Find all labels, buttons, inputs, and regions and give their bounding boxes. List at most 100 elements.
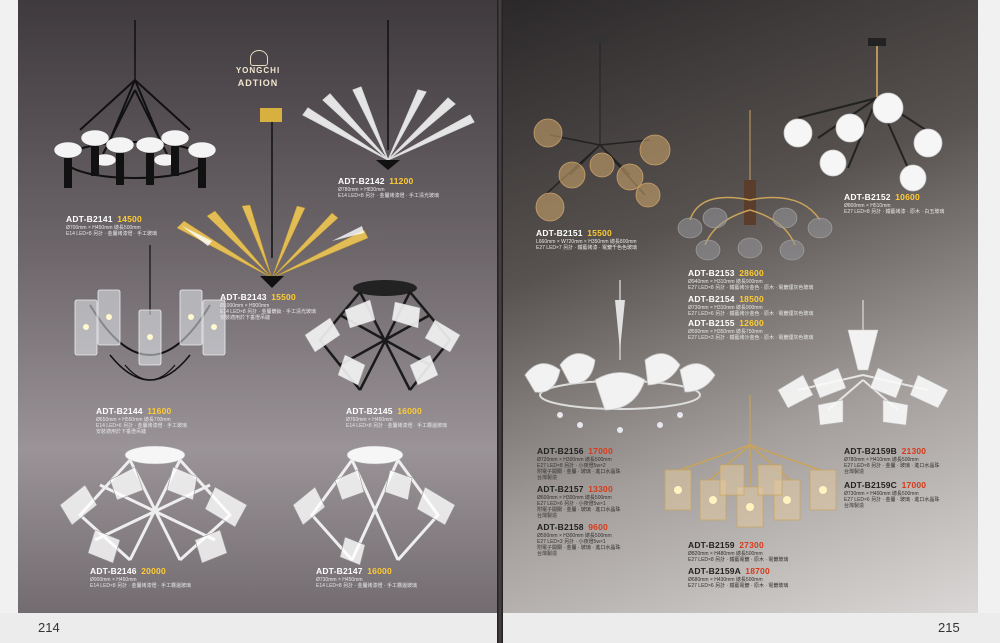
spec2-b2159a: E27 LED×6 另計 · 鐵藝電鍍 · 原木 · 電鍍玻璃: [688, 582, 789, 589]
product-b2147: ADT-B2147 16000 Ø730mm × H450mm E14 LED×…: [316, 566, 417, 589]
model-b2141: ADT-B2141: [66, 214, 113, 224]
price-b2155: 12600: [739, 318, 764, 328]
model-b2147: ADT-B2147: [316, 566, 363, 576]
model-b2151: ADT-B2151: [536, 228, 583, 238]
left-margin: [0, 0, 18, 643]
spec1-b2159a: Ø680mm × H430mm 總長500mm: [688, 576, 763, 583]
spec1-b2141: Ø700mm × H450mm 總長500mm: [66, 224, 141, 231]
spec2-b2159b: E27 LED×8 另計 · 金屬 · 玻璃 · 進口水晶珠: [844, 462, 940, 469]
chandelier-b2156-image: [524, 280, 716, 433]
product-b2157: ADT-B2157 13300 Ø600mm × H300mm 總長500mm …: [537, 484, 620, 520]
spec2-b2157: E27 LED×6 另計 · 小夜燈5w×1: [537, 500, 606, 507]
product-b2152: ADT-B2152 10600 Ø800mm × H510mm E27 LED×…: [844, 192, 944, 215]
price-b2145: 16000: [397, 406, 422, 416]
price-b2147: 16000: [367, 566, 392, 576]
spec3-b2156: 附電子開關 · 金屬 · 玻璃 · 進口水晶珠: [537, 469, 621, 476]
spec2-b2155: E27 LED×3 另計 · 鐵藝烤沙金色 · 原木 · 電鍍煙灰色玻璃: [688, 334, 814, 341]
spec3-b2159b: 台灣製造: [844, 469, 865, 476]
model-b2144: ADT-B2144: [96, 406, 143, 416]
chandelier-b2159-image: [664, 395, 837, 528]
product-b2159c: ADT-B2159C 17000 Ø730mm × H400mm 總長500mm…: [844, 480, 939, 509]
right-page: [500, 0, 1000, 643]
price-b2159c: 17000: [901, 480, 927, 490]
product-b2145: ADT-B2145 16000 Ø760mm × H450mm E14 LED×…: [346, 406, 447, 429]
chandelier-b2151-image: [533, 35, 671, 222]
book-spine: [497, 0, 503, 643]
model-b2157: ADT-B2157: [537, 484, 584, 494]
spec1-b2159b: Ø780mm × H410mm 總長500mm: [844, 456, 919, 463]
brand-logo: YONGCHI ADTION: [224, 50, 292, 98]
product-b2155: ADT-B2155 12600 Ø590mm × H350mm 總長750mm …: [688, 318, 813, 341]
price-b2151: 15500: [587, 228, 612, 238]
spec1-b2153: Ø940mm × H310mm 總長900mm: [688, 278, 763, 285]
chandelier-b2153-image: [677, 110, 833, 261]
spec4-b2157: 台灣製造: [537, 513, 558, 520]
product-b2158: ADT-B2158 9600 Ø590mm × H300mm 總長500mm E…: [537, 522, 620, 558]
spec1-b2152: Ø800mm × H510mm: [844, 202, 891, 209]
model-b2159: ADT-B2159: [688, 540, 735, 550]
spec4-b2156: 台灣製造: [537, 475, 558, 482]
price-b2157: 13300: [588, 484, 613, 494]
product-b2159a: ADT-B2159A 18700 Ø680mm × H430mm 總長500mm…: [688, 566, 788, 589]
spec2-b2151: E27 LED×7 另計 · 鐵藝烤漆 · 電鍍千色色玻璃: [536, 244, 637, 251]
product-b2144: ADT-B2144 11600 Ø650mm × H550mm 總長700mm …: [96, 406, 187, 435]
model-b2145: ADT-B2145: [346, 406, 393, 416]
chandelier-b2146-image: [59, 445, 248, 564]
spec1-b2157: Ø600mm × H300mm 總長500mm: [537, 494, 612, 501]
spec2-b2156: E27 LED×8 另計 · 小夜燈5w×2: [537, 462, 606, 469]
chandelier-b2147-image: [292, 445, 456, 566]
spec2-b2142: E14 LED×8 另計 · 金屬烤漆燈 · 手工清光玻璃: [338, 192, 439, 199]
left-footer: [0, 613, 500, 643]
spec2-b2154: E27 LED×6 另計 · 鐵藝烤沙金色 · 原木 · 電鍍煙灰色玻璃: [688, 310, 814, 317]
spec1-b2146: Ø900mm × H450mm: [90, 576, 137, 583]
right-footer: [500, 613, 1000, 643]
spec3-b2144: 安裝適用於下垂燈吊鏈: [96, 429, 147, 436]
brand-line2: ADTION: [237, 78, 279, 88]
model-b2159a: ADT-B2159A: [688, 566, 741, 576]
spec2-b2159c: E27 LED×6 另計 · 金屬 · 玻璃 · 進口水晶珠: [844, 496, 940, 503]
price-b2144: 11600: [147, 406, 172, 416]
price-b2159a: 18700: [745, 566, 770, 576]
crest-icon: [250, 50, 268, 66]
spec3-b2158: 附電子開關 · 金屬 · 玻璃 · 進口水晶珠: [537, 545, 621, 552]
chandelier-b2159b-image: [777, 300, 949, 426]
model-b2153: ADT-B2153: [688, 268, 735, 278]
spec1-b2158: Ø590mm × H300mm 總長500mm: [537, 532, 612, 539]
spec2-b2144: E14 LED×6 另計 · 金屬烤漆燈 · 手工玻璃: [96, 422, 187, 429]
spec4-b2158: 台灣製造: [537, 551, 558, 558]
model-b2154: ADT-B2154: [688, 294, 735, 304]
price-b2159: 27300: [739, 540, 764, 550]
model-b2159c: ADT-B2159C: [844, 480, 898, 490]
spec3-b2157: 附電子開關 · 金屬 · 玻璃 · 進口水晶珠: [537, 507, 621, 514]
spec1-b2159c: Ø730mm × H400mm 總長500mm: [844, 490, 919, 497]
product-b2142: ADT-B2142 11200 Ø780mm × H830mm E14 LED×…: [338, 176, 439, 199]
spec2-b2143: E14 LED×8 另計 · 金屬鍍鈦 · 手工清光玻璃: [220, 308, 316, 315]
model-b2155: ADT-B2155: [688, 318, 735, 328]
price-b2156: 17000: [588, 446, 613, 456]
spec1-b2151: L660mm × W720mm × H350mm 總長800mm: [536, 238, 637, 245]
chandelier-b2142-image: [302, 20, 475, 170]
spec2-b2147: E14 LED×8 另計 · 金屬烤漆燈 · 手工霧邊玻璃: [316, 582, 417, 589]
product-b2143: ADT-B2143 15500 Ø1000mm × H900mm E14 LED…: [220, 292, 316, 321]
price-b2141: 14500: [117, 214, 142, 224]
spec3-b2159c: 台灣製造: [844, 503, 865, 510]
spec3-b2143: 安裝適用於下垂燈吊鏈: [220, 315, 271, 322]
chandelier-b2152-image: [783, 38, 943, 192]
price-b2146: 20000: [141, 566, 166, 576]
right-margin: [978, 0, 1000, 643]
price-b2154: 18500: [739, 294, 764, 304]
model-b2143: ADT-B2143: [220, 292, 267, 302]
spec1-b2142: Ø780mm × H830mm: [338, 186, 385, 193]
price-b2143: 15500: [271, 292, 296, 302]
product-b2156: ADT-B2156 17000 Ø720mm × H300mm 總長500mm …: [537, 446, 620, 482]
chandelier-b2141-image: [53, 20, 217, 188]
spec1-b2154: Ø730mm × H310mm 總長900mm: [688, 304, 763, 311]
model-b2146: ADT-B2146: [90, 566, 137, 576]
spec1-b2145: Ø760mm × H450mm: [346, 416, 393, 423]
model-b2142: ADT-B2142: [338, 176, 385, 186]
product-b2159b: ADT-B2159B 21300 Ø780mm × H410mm 總長500mm…: [844, 446, 939, 475]
spec1-b2155: Ø590mm × H350mm 總長750mm: [688, 328, 763, 335]
product-b2154: ADT-B2154 18500 Ø730mm × H310mm 總長900mm …: [688, 294, 813, 317]
page-number-left: 214: [38, 620, 60, 635]
spec1-b2144: Ø650mm × H550mm 總長700mm: [96, 416, 171, 423]
